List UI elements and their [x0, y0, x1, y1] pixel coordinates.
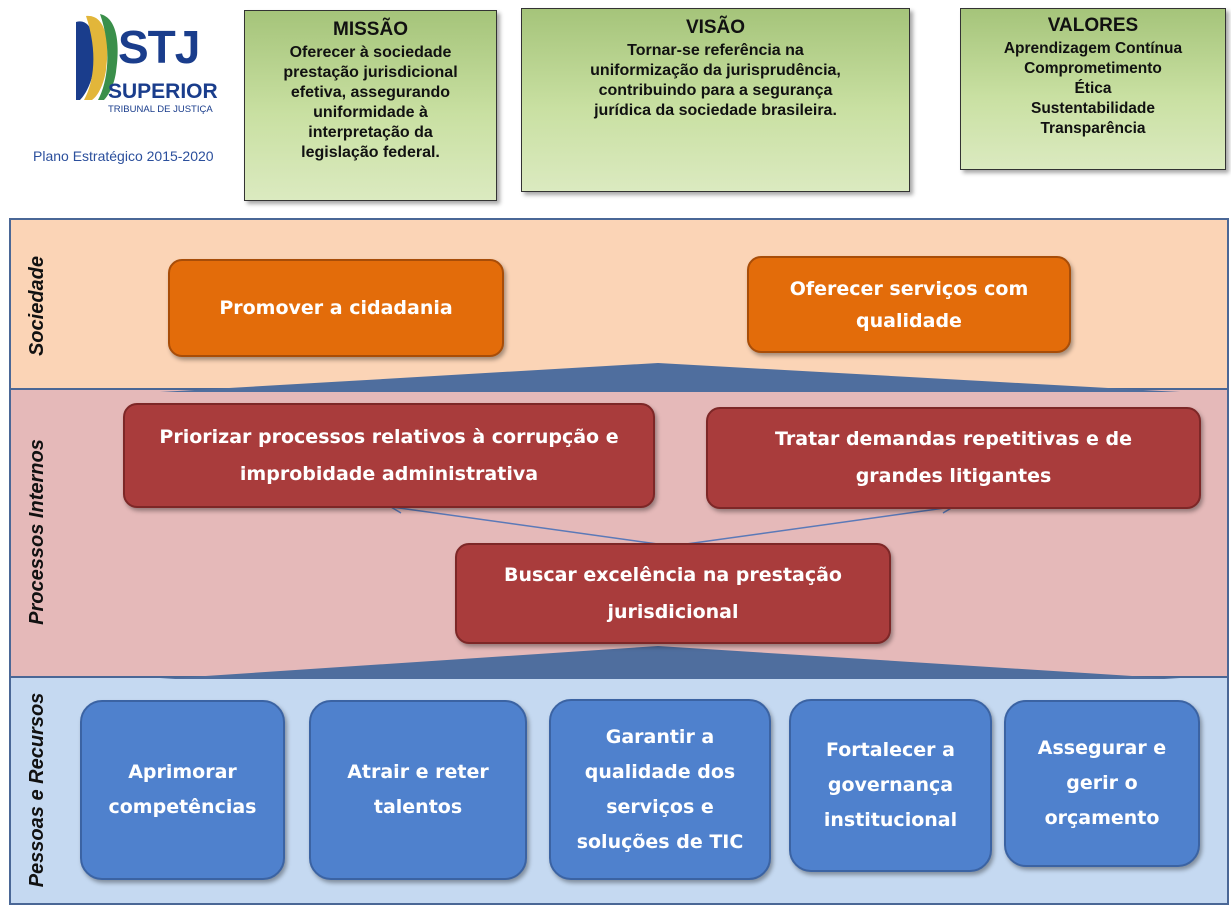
logo-court: TRIBUNAL DE JUSTIÇA [108, 104, 213, 115]
logo-name: SUPERIOR [108, 80, 218, 103]
objective-garantir-tic: Garantir a qualidade dos serviços e solu… [549, 699, 771, 880]
objective-gerir-orcamento: Assegurar e gerir o orçamento [1004, 700, 1200, 867]
processos-roof [160, 646, 1180, 679]
objective-aprimorar-competencias: Aprimorar competências [80, 700, 285, 880]
objective-fortalecer-governanca: Fortalecer a governança institucional [789, 699, 992, 872]
visao-box: VISÃO Tornar-se referência na uniformiza… [521, 8, 910, 192]
visao-title: VISÃO [685, 17, 746, 38]
plan-label: Plano Estratégico 2015-2020 [33, 148, 214, 164]
missao-body: Oferecer à sociedade prestação jurisdici… [283, 44, 458, 161]
objective-atrair-talentos: Atrair e reter talentos [309, 700, 527, 880]
visao-body: Tornar-se referência na uniformização da… [590, 42, 841, 119]
missao-box: MISSÃO Oferecer à sociedade prestação ju… [244, 10, 497, 201]
valores-title: VALORES [1047, 15, 1139, 36]
objective-priorizar-corrupcao: Priorizar processos relativos à corrupçã… [123, 403, 655, 508]
objective-servicos-qualidade: Oferecer serviços com qualidade [747, 256, 1071, 353]
sociedade-roof [160, 363, 1180, 392]
objective-promover-cidadania: Promover a cidadania [168, 259, 504, 357]
valores-item: Comprometimento [1024, 60, 1162, 77]
valores-item: Aprendizagem Contínua [1003, 40, 1183, 57]
stj-emblem-icon [76, 14, 118, 101]
valores-item: Sustentabilidade [1030, 100, 1156, 117]
objective-excelencia: Buscar excelência na prestação jurisdici… [455, 543, 891, 644]
logo-abbr: STJ [118, 21, 200, 73]
missao-title: MISSÃO [333, 19, 408, 40]
objective-demandas-repetitivas: Tratar demandas repetitivas e de grandes… [706, 407, 1201, 509]
stj-logo: STJ SUPERIOR TRIBUNAL DE JUSTIÇA Plano E… [33, 10, 250, 170]
valores-box: VALORES Aprendizagem Contínua Comprometi… [960, 8, 1226, 170]
valores-item: Ética [1074, 80, 1112, 97]
valores-item: Transparência [1040, 120, 1146, 137]
